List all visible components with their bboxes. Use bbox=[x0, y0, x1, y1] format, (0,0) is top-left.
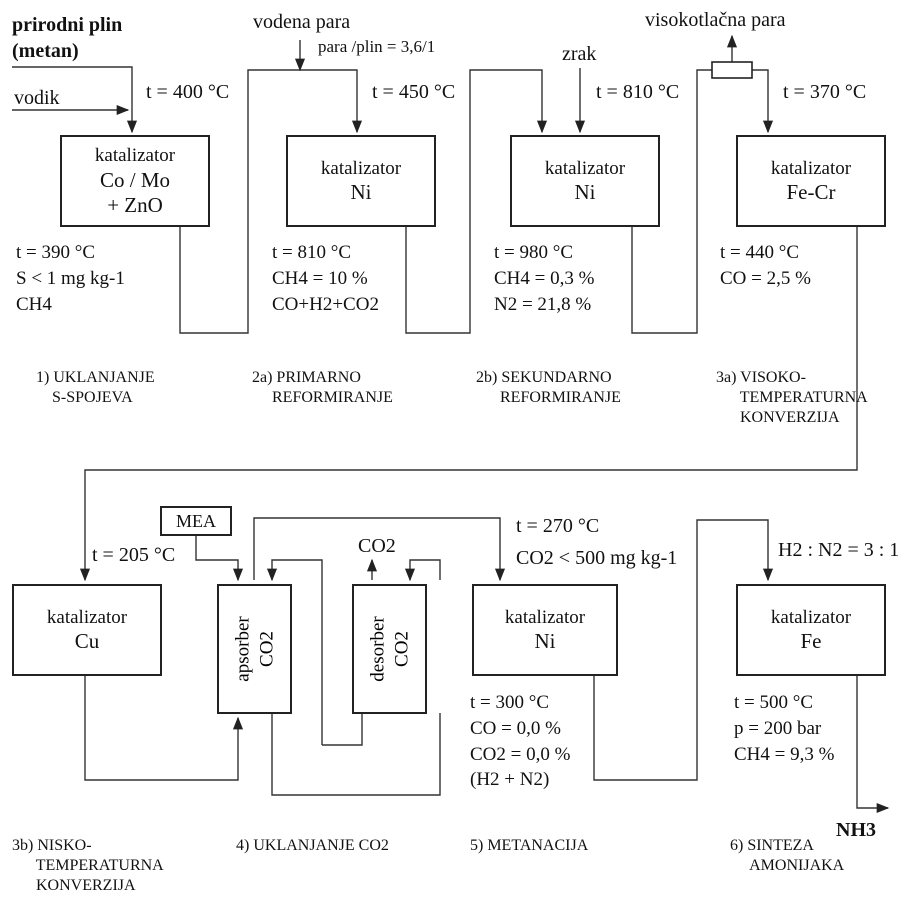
reactor-ht-shift: katalizator Fe-Cr bbox=[736, 135, 886, 227]
natural-gas-label: prirodni plin (metan) bbox=[12, 14, 123, 63]
box-label: katalizator bbox=[770, 606, 852, 628]
lean-mea-line bbox=[266, 559, 323, 745]
stage-label-2b: 2b) SEKUNDARNO REFORMIRANJE bbox=[476, 369, 621, 406]
box-catalyst: Ni bbox=[534, 629, 556, 654]
box-catalyst: Fe bbox=[800, 629, 822, 654]
desorber-return bbox=[404, 559, 441, 582]
stage-label-4: 4) UKLANJANJE CO2 bbox=[236, 837, 389, 854]
box-catalyst: Co / Mo bbox=[99, 167, 170, 192]
inlet-temp-1: t = 400 °C bbox=[146, 81, 230, 103]
box-label: katalizator bbox=[504, 606, 586, 628]
box-catalyst: Cu bbox=[74, 629, 100, 654]
line-methanation-synthesis bbox=[593, 519, 774, 781]
box-catalyst-extra: + ZnO bbox=[107, 192, 163, 217]
rich-mea-line bbox=[271, 713, 441, 796]
inlet-temp-5: t = 270 °C bbox=[516, 515, 600, 537]
co2-absorber: apsorber CO2 bbox=[217, 584, 292, 714]
absorber-label: apsorber CO2 bbox=[231, 616, 277, 682]
air-label: zrak bbox=[562, 43, 597, 65]
desorber-label: desorber CO2 bbox=[366, 616, 412, 682]
box-label: katalizator bbox=[770, 157, 852, 179]
stage-label-6: 6) SINTEZA AMONIJAKA bbox=[730, 837, 845, 874]
mea-line bbox=[195, 536, 244, 582]
mea-box: MEA bbox=[160, 506, 232, 536]
ammonia-product-label: NH3 bbox=[836, 819, 876, 841]
line-3a-3b bbox=[79, 227, 858, 582]
inlet-temp-3b: t = 205 °C bbox=[92, 544, 176, 566]
box-label: katalizator bbox=[94, 144, 176, 166]
reactor-primary-reforming: katalizator Ni bbox=[286, 135, 436, 227]
hp-steam-label: visokotlačna para bbox=[645, 9, 786, 31]
reactor-secondary-reforming: katalizator Ni bbox=[510, 135, 660, 227]
stage-label-1: 1) UKLANJANJE S-SPOJEVA bbox=[36, 369, 155, 406]
heat-exchanger bbox=[711, 61, 753, 79]
reactor-lt-shift: katalizator Cu bbox=[12, 584, 162, 676]
steam-label: vodena para bbox=[253, 11, 351, 33]
co2-desorber: desorber CO2 bbox=[352, 584, 427, 714]
reactor-ammonia-synthesis: katalizator Fe bbox=[736, 584, 886, 676]
box-label: katalizator bbox=[320, 157, 402, 179]
inlet-temp-2a: t = 450 °C bbox=[372, 81, 456, 103]
reactor-methanation: katalizator Ni bbox=[472, 584, 618, 676]
line-absorber-methanation bbox=[253, 517, 506, 582]
steam-ratio-label: para /plin = 3,6/1 bbox=[318, 37, 436, 56]
line-1-2a bbox=[179, 69, 363, 334]
box-catalyst: Ni bbox=[574, 180, 596, 205]
product-line bbox=[856, 676, 890, 814]
stage-label-5: 5) METANACIJA bbox=[470, 837, 589, 854]
co2-vent-label: CO2 bbox=[358, 535, 396, 557]
line-3b-absorber bbox=[84, 676, 244, 781]
inlet-temp-2b: t = 810 °C bbox=[596, 81, 680, 103]
box-label: katalizator bbox=[544, 157, 626, 179]
stage-label-3b: 3b) NISKO- TEMPERATURNA KONVERZIJA bbox=[12, 837, 164, 894]
gas-feed-line bbox=[12, 66, 138, 134]
inlet-temp-3a: t = 370 °C bbox=[783, 81, 867, 103]
h2-n2-ratio-label: H2 : N2 = 3 : 1 bbox=[778, 539, 898, 561]
stage-label-2a: 2a) PRIMARNO REFORMIRANJE bbox=[252, 369, 393, 406]
box-catalyst: Fe-Cr bbox=[786, 180, 836, 205]
stage-label-3a: 3a) VISOKO- TEMPERATURNA KONVERZIJA bbox=[716, 369, 868, 426]
co2-limit-label: CO2 < 500 mg kg-1 bbox=[516, 547, 678, 569]
line-2a-2b bbox=[405, 69, 548, 334]
hydrogen-label: vodik bbox=[14, 87, 60, 109]
box-label: katalizator bbox=[46, 606, 128, 628]
reactor-desulfurization: katalizator Co / Mo + ZnO bbox=[60, 135, 210, 227]
line-2b-3a bbox=[631, 69, 712, 334]
box-catalyst: Ni bbox=[350, 180, 372, 205]
